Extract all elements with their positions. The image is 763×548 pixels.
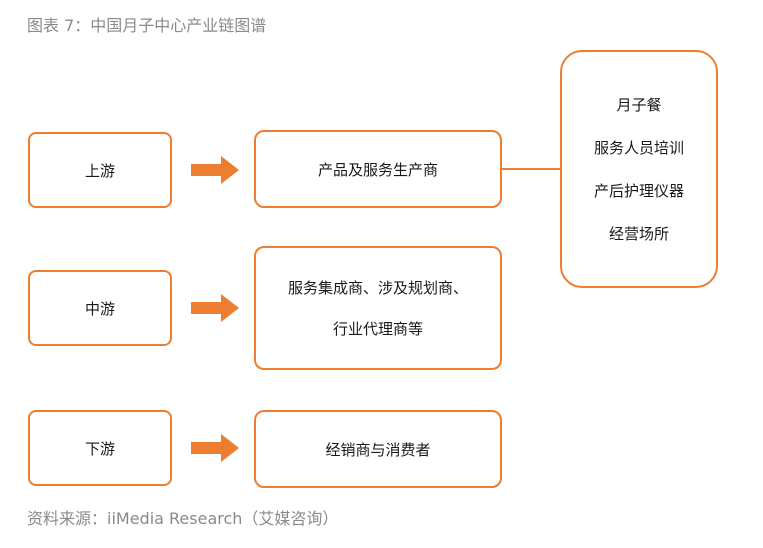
node-downstream: 经销商与消费者 <box>254 410 502 488</box>
node-midstream: 服务集成商、涉及规划商、 行业代理商等 <box>254 246 502 370</box>
node-upstream: 产品及服务生产商 <box>254 130 502 208</box>
node-midstream-line-2: 行业代理商等 <box>332 319 423 338</box>
stage-upstream: 上游 <box>28 132 172 208</box>
arrow-right-icon <box>191 294 239 322</box>
stage-midstream: 中游 <box>28 270 172 346</box>
stage-upstream-label: 上游 <box>84 161 115 180</box>
stage-downstream: 下游 <box>28 410 172 486</box>
stage-downstream-label: 下游 <box>84 439 115 458</box>
arrow-right-icon <box>191 156 239 184</box>
node-upstream-label: 产品及服务生产商 <box>317 160 438 179</box>
source-note: 资料来源：iiMedia Research（艾媒咨询） <box>27 509 339 528</box>
node-downstream-label: 经销商与消费者 <box>325 440 431 459</box>
detail-item: 经营场所 <box>608 225 669 243</box>
arrow-right-icon <box>191 434 239 462</box>
upstream-detail-box: 月子餐 服务人员培训 产后护理仪器 经营场所 <box>560 50 718 288</box>
node-midstream-line-1: 服务集成商、涉及规划商、 <box>287 279 468 298</box>
connector-line <box>502 168 560 170</box>
detail-item: 月子餐 <box>616 96 662 114</box>
detail-item: 产后护理仪器 <box>593 182 684 200</box>
detail-item: 服务人员培训 <box>593 139 684 157</box>
stage-midstream-label: 中游 <box>84 299 115 318</box>
figure-caption: 图表 7：中国月子中心产业链图谱 <box>27 16 267 35</box>
